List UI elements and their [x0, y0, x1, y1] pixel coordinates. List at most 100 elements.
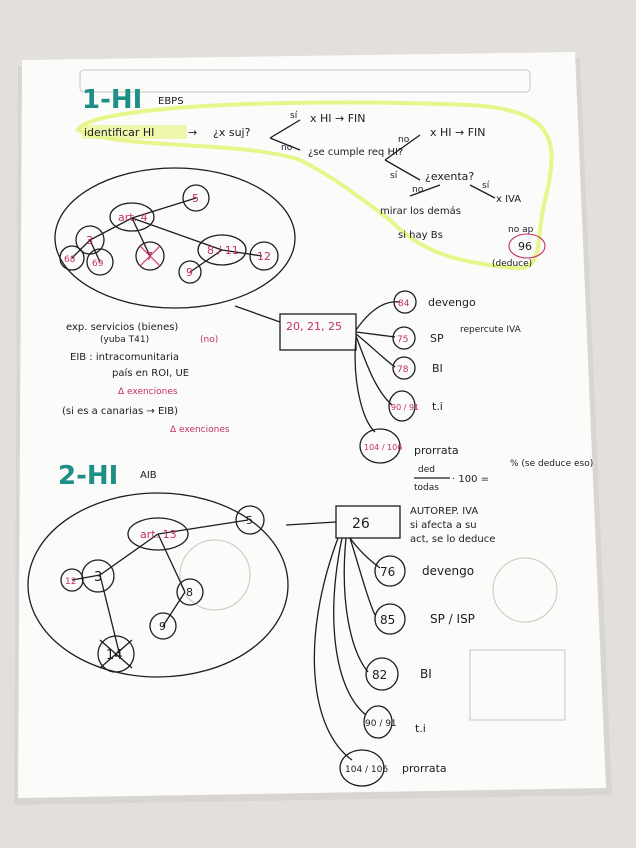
hi1-subtitle: EBPS	[158, 96, 184, 107]
deduce-circle	[508, 233, 546, 259]
label-no3: no	[412, 185, 424, 195]
bleed-through-box	[469, 649, 566, 721]
hi2-branch-line-2	[343, 537, 369, 673]
hi2-branch-line-4	[313, 537, 353, 761]
branch-no2-line	[384, 134, 421, 161]
bleed-through-header	[79, 69, 531, 93]
autorep-2: si afecta a su	[410, 520, 477, 531]
label-si3: sí	[482, 181, 490, 191]
hi1-node-5-label: 5	[192, 192, 199, 205]
hi2-node-8-label: 8	[186, 586, 193, 599]
question-subject: ¿x suj?	[213, 126, 251, 139]
hi1-title: 1-HI	[82, 85, 142, 115]
cumple-req: ¿se cumple req HI?	[308, 147, 403, 158]
hi2-branch-node-0	[374, 555, 406, 587]
hi2-branch-num-1: 85	[380, 613, 395, 627]
bleed-through-circle-2	[179, 539, 251, 611]
hi2-node-12	[60, 568, 84, 592]
hi2-branch-num-2: 82	[372, 668, 387, 682]
hi1-branch-node-0	[393, 290, 417, 314]
x-iva: x IVA	[496, 194, 521, 205]
label-no2: no	[398, 135, 410, 145]
hi2-subtitle: AIB	[140, 470, 157, 481]
hi2-branch-label-1: SP / ISP	[430, 612, 475, 626]
cloud-to-box-line	[234, 305, 281, 323]
hi1-node-center-label: art. 4	[118, 211, 148, 224]
hi1-node-68	[59, 245, 85, 271]
hi2-article-box-label: 26	[352, 516, 370, 532]
hi2-node-center-label: art. 13	[140, 528, 177, 541]
hi1-node-69	[86, 248, 114, 276]
highlighter-loop	[75, 100, 554, 271]
note-pais: país en ROI, UE	[112, 367, 189, 379]
hi2-title: 2-HI	[58, 461, 118, 491]
hi2-node-center	[127, 517, 189, 551]
prorrata-denominator: todas	[414, 483, 439, 493]
hi2-node-14	[97, 635, 135, 673]
hi1-section: 1-HI EBPS identificar HI → ¿x suj? sí no…	[54, 85, 593, 493]
label-si: sí	[290, 111, 298, 121]
hi1-branch-label-4: prorrata	[414, 444, 459, 457]
hi1-branch-num-0: 84	[398, 299, 410, 309]
hi2-node-9	[149, 612, 177, 640]
branch-si2-line	[384, 159, 421, 181]
hi1-branch-label-0: devengo	[428, 296, 476, 309]
hi2-branch-node-2	[365, 657, 399, 691]
hi2-branch-num-0: 76	[380, 565, 395, 579]
hi1-node-9-label: 9	[186, 266, 193, 279]
note-canarias: (si es a canarias → EIB)	[62, 406, 178, 417]
hi2-node-5	[235, 505, 265, 535]
hi2-node-9-label: 9	[159, 620, 166, 633]
hi1-branch-line-4	[354, 337, 376, 433]
note-exenciones-2: Δ exenciones	[170, 425, 230, 435]
hi1-article-box-label: 20, 21, 25	[286, 320, 342, 333]
hi2-cloud-to-box-line	[285, 521, 337, 526]
hi1-branch-node-1	[392, 326, 416, 350]
repercute-iva: repercute IVA	[460, 325, 522, 335]
branch-si-line	[269, 119, 301, 139]
prorrata-note: % (se deduce eso)	[510, 459, 593, 469]
hi2-branch-line-1	[349, 537, 376, 616]
hi1-node-9	[178, 260, 202, 284]
identificar-hi: identificar HI	[84, 126, 154, 139]
deduce-label: (deduce)	[492, 259, 532, 269]
hi2-branch-node-4	[339, 749, 385, 787]
hi1-branch-node-4	[359, 428, 401, 464]
hi1-branch-label-1: SP	[430, 332, 444, 345]
x-hi-fin: x HI → FIN	[310, 112, 366, 125]
arrow-1: →	[188, 126, 197, 139]
hi1-branch-num-2: 78	[397, 365, 409, 375]
hi2-branch-num-3: 90 / 91	[365, 719, 397, 729]
prorrata-formula-rest: · 100 =	[452, 474, 489, 485]
hi2-branch-label-3: t.i	[415, 722, 426, 735]
autorep-1: AUTOREP. IVA	[410, 506, 478, 517]
si-hay-bs: si hay Bs	[398, 230, 443, 241]
hi1-node-68-label: 68	[64, 255, 76, 265]
branch-no-line	[269, 137, 301, 151]
autorep-3: act, se lo deduce	[410, 534, 495, 545]
hi1-node-12	[249, 241, 279, 271]
hi2-branch-label-0: devengo	[422, 564, 474, 578]
hi2-branch-line-0	[349, 537, 381, 569]
note-eib: EIB : intracomunitaria	[70, 352, 179, 363]
hi1-node-center	[109, 202, 155, 232]
hi2-branch-num-4: 104 / 106	[345, 765, 388, 775]
hi1-node-12-label: 12	[257, 250, 271, 263]
hi1-node-69-label: 69	[92, 259, 104, 269]
hi1-node-3-label: 3	[86, 234, 93, 247]
hi2-node-5-label: 5	[246, 514, 253, 527]
branch-no3-line	[409, 184, 441, 197]
note-exp2: (yuba T41)	[100, 335, 149, 345]
label-no: no	[281, 143, 293, 153]
hi1-branch-node-3	[388, 390, 416, 422]
hi2-node-12-label: 12	[65, 577, 76, 587]
hi2-branch-line-3	[333, 537, 367, 716]
prorrata-numerator: ded	[418, 465, 435, 475]
note-exp2b: (no)	[200, 335, 218, 345]
hi1-branch-num-1: 75	[397, 335, 408, 345]
hi2-branch-node-3	[363, 705, 393, 739]
hi2-node-3-label: 3	[94, 570, 102, 585]
highlight-identificar	[82, 125, 187, 139]
hi1-tree-cloud	[54, 167, 296, 309]
hi1-branch-num-4: 104 / 106	[364, 443, 402, 452]
